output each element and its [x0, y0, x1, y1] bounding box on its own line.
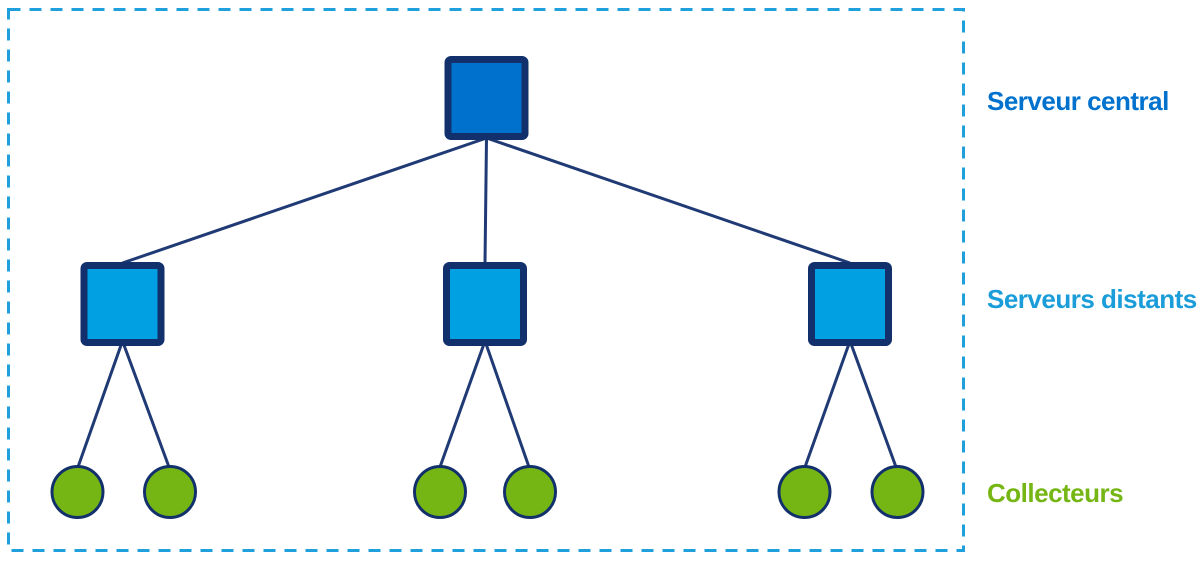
- distant-server-node-1: [80, 262, 165, 346]
- collector-node-1: [50, 465, 105, 519]
- level-label-collecteurs: Collecteurs: [987, 478, 1123, 508]
- central-server-node: [444, 56, 529, 140]
- level-label-central: Serveur central: [987, 86, 1169, 116]
- dashed-boundary-border: [7, 8, 965, 552]
- distant-server-node-2: [443, 262, 527, 346]
- collector-node-4: [503, 465, 557, 519]
- connector-distant-2-to-collector-4: [483, 340, 531, 468]
- collector-node-2: [143, 465, 197, 519]
- connector-central-to-distant-2: [483, 137, 488, 264]
- connector-central-to-distant-3: [486, 136, 851, 265]
- collector-node-6: [870, 465, 925, 519]
- connector-distant-3-to-collector-6: [848, 340, 898, 468]
- distant-server-node-3: [808, 262, 892, 346]
- level-label-distants: Serveurs distants: [987, 284, 1197, 314]
- connector-central-to-distant-1: [122, 136, 487, 265]
- connector-distant-1-to-collector-1: [76, 340, 124, 468]
- collector-node-3: [413, 465, 467, 519]
- connector-distant-2-to-collector-3: [438, 340, 487, 468]
- connector-distant-3-to-collector-5: [803, 340, 852, 468]
- connector-distant-1-to-collector-2: [121, 340, 171, 468]
- collector-node-5: [777, 465, 832, 519]
